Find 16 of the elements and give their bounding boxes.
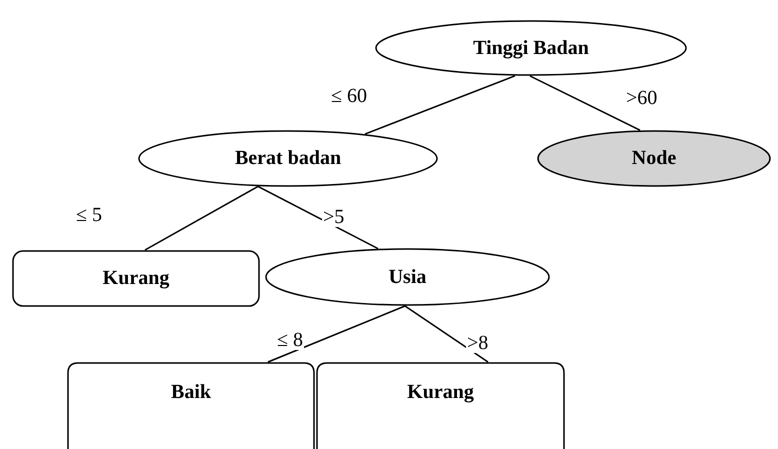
connector-line — [404, 305, 488, 363]
node-label: Node — [632, 147, 676, 170]
node-label: Kurang — [102, 267, 170, 290]
connector-line — [530, 75, 640, 131]
node-label: Baik — [170, 380, 212, 404]
edge-label: ≤ 8 — [276, 330, 304, 350]
node-label: Kurang — [407, 380, 474, 404]
connector-line — [268, 305, 406, 363]
connector-line — [144, 186, 258, 251]
edge-label: >5 — [322, 207, 346, 227]
edge-label: >8 — [466, 333, 490, 353]
node-label: Tinggi Badan — [473, 36, 589, 60]
connector-line — [364, 75, 516, 135]
node-label: Berat badan — [234, 147, 342, 170]
node-label: Usia — [388, 266, 426, 288]
connector-line — [258, 186, 378, 250]
